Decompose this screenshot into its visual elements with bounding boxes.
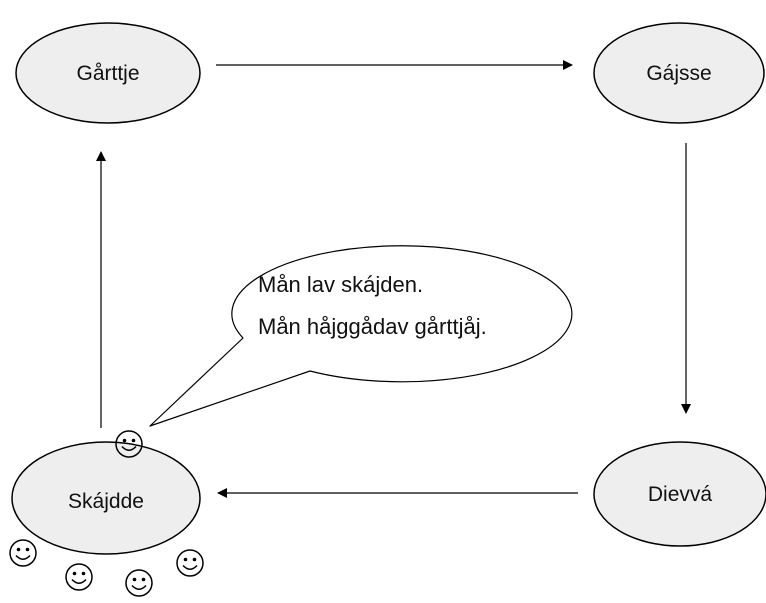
node-gorttje-label: Gårttje [76, 62, 139, 85]
speech-bubble-line-2: Mån håjggådav gårttjåj. [258, 314, 487, 339]
node-skajdde: Skájdde [11, 441, 201, 555]
node-dievva: Dievvá [593, 441, 766, 547]
node-skajdde-label: Skájdde [68, 490, 144, 513]
smiley-face-icon [65, 563, 93, 591]
node-gajsse-label: Gájsse [646, 62, 711, 85]
node-dievva-label: Dievvá [648, 483, 713, 506]
smiley-face-icon [125, 569, 153, 597]
smiley-face-icon [176, 549, 204, 577]
smiley-face-icon [9, 539, 37, 567]
speech-bubble-shape [149, 245, 573, 427]
node-gajsse: Gájsse [593, 22, 765, 124]
speech-bubble: Mån lav skájden. Mån håjggådav gårttjåj. [149, 245, 573, 427]
node-gorttje: Gårttje [15, 22, 201, 124]
speech-bubble-line-1: Mån lav skájden. [258, 272, 423, 297]
